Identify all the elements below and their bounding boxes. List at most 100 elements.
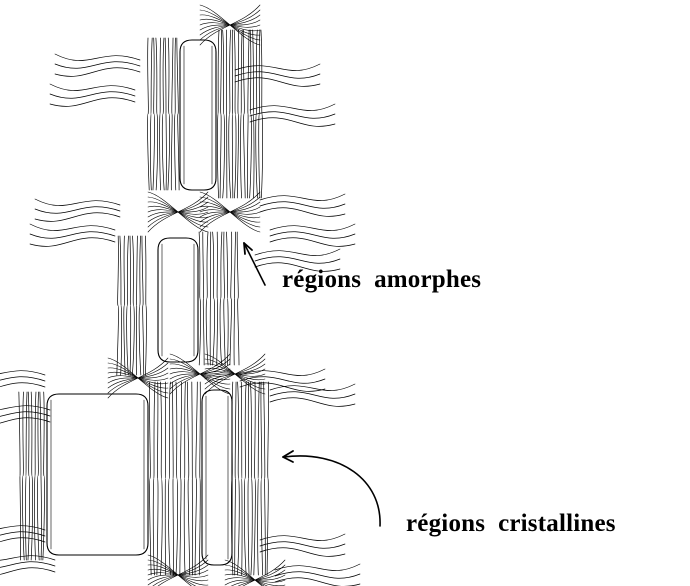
- crystalline-strand: [267, 382, 269, 575]
- crystalline-strand: [34, 392, 35, 560]
- crystalline-strand: [173, 382, 174, 575]
- amorphous-fringe-chain: [35, 213, 120, 222]
- crystalline-strand: [213, 232, 215, 365]
- amorphous-gap-outline: [158, 238, 198, 362]
- crystalline-strand: [264, 382, 266, 575]
- amorphous-fringe-chain: [30, 238, 115, 247]
- crystalline-strand: [258, 382, 260, 575]
- amorphous-arrow-shaft: [244, 243, 265, 285]
- amorphous-tie-chain: [148, 192, 208, 232]
- amorphous-fringe-chain: [55, 68, 140, 77]
- crystalline-strand: [261, 30, 263, 198]
- crystalline-strand: [139, 236, 141, 375]
- crystalline-strand: [250, 382, 252, 575]
- crystalline-strand: [136, 236, 137, 375]
- crystalline-arrow-shaft: [284, 456, 380, 526]
- amorphous-fringe-chain: [260, 202, 345, 209]
- crystalline-strand: [162, 38, 164, 190]
- amorphous-fringe-chain: [0, 369, 45, 376]
- amorphous-gap-outline: [202, 390, 232, 565]
- crystalline-strand: [43, 392, 45, 560]
- amorphous-fringe-chain: [260, 534, 345, 541]
- crystalline-strand: [145, 236, 146, 375]
- crystalline-strand: [230, 232, 232, 365]
- crystalline-strand: [226, 232, 228, 365]
- crystalline-strand: [177, 38, 179, 190]
- crystalline-strand: [220, 232, 222, 365]
- crystalline-strand: [150, 38, 152, 190]
- amorphous-fringe-chain: [235, 64, 320, 71]
- crystalline-strand: [232, 30, 233, 198]
- amorphous-fringe-chain: [35, 199, 120, 206]
- amorphous-fringe-chain: [0, 562, 55, 569]
- amorphous-gap-outline: [180, 40, 216, 190]
- amorphous-fringe-chain: [270, 398, 355, 407]
- amorphous-gap-outline: [47, 394, 148, 555]
- amorphous-fringe-chain: [270, 238, 355, 247]
- crystalline-strand: [241, 30, 243, 198]
- amorphous-fringe-chain: [275, 578, 360, 586]
- crystalline-strand: [220, 30, 221, 198]
- crystalline-strand: [176, 382, 178, 575]
- amorphous-fringe-chain: [235, 78, 320, 87]
- amorphous-fringe-chain: [260, 208, 345, 217]
- crystalline-strand: [234, 30, 236, 198]
- crystalline-strand: [132, 236, 134, 375]
- amorphous-fringe-chain: [270, 392, 355, 399]
- amorphous-fringe-chain: [55, 54, 140, 61]
- amorphous-fringe-chain: [270, 384, 355, 391]
- amorphous-fringe-chain: [270, 232, 355, 239]
- amorphous-fringe-chain: [270, 224, 355, 231]
- amorphous-fringe-chain: [50, 92, 135, 99]
- crystalline-strand: [168, 382, 170, 575]
- amorphous-fringe-chain: [35, 207, 120, 214]
- crystalline-strand: [237, 232, 239, 365]
- crystalline-strand: [117, 236, 119, 375]
- crystalline-strand: [187, 382, 189, 575]
- crystalline-strand: [156, 38, 158, 190]
- crystalline-strand: [124, 236, 125, 375]
- crystalline-strand: [148, 38, 150, 190]
- crystalline-strand: [224, 232, 225, 365]
- crystalline-strand: [199, 232, 200, 365]
- crystalline-strand: [237, 30, 238, 198]
- crystalline-strand: [250, 30, 252, 198]
- crystalline-strand: [130, 236, 131, 375]
- crystalline-strand: [165, 38, 166, 190]
- amorphous-fringe-chain: [260, 194, 345, 201]
- crystalline-strand: [168, 38, 170, 190]
- crystalline-strand: [160, 382, 162, 575]
- amorphous-fringe-chain: [275, 572, 360, 579]
- crystalline-strand: [237, 382, 239, 575]
- crystalline-strand: [261, 382, 263, 575]
- fibril-bundles: [0, 5, 360, 586]
- amorphous-fringe-chain: [255, 257, 340, 264]
- crystalline-strand: [199, 382, 200, 575]
- crystalline-strand: [259, 30, 260, 198]
- crystalline-strand: [142, 236, 144, 375]
- crystalline-strand: [206, 232, 208, 365]
- crystalline-strand: [243, 30, 245, 198]
- crystalline-strand: [153, 38, 155, 190]
- crystalline-strand: [120, 236, 122, 375]
- crystalline-strand: [234, 232, 236, 365]
- amorphous-fringe-chain: [0, 383, 45, 392]
- crystalline-strand: [217, 232, 218, 365]
- label-crystalline-regions: régions cristallines: [406, 510, 616, 538]
- crystalline-strand: [253, 30, 254, 198]
- crystalline-strand: [37, 392, 39, 560]
- label-amorphous-regions: régions amorphes: [282, 266, 481, 294]
- amorphous-fringe-chain: [250, 104, 335, 111]
- crystalline-strand: [157, 382, 158, 575]
- crystalline-strand: [180, 382, 182, 575]
- crystalline-strand: [28, 392, 30, 560]
- amorphous-fringe-chain: [0, 418, 50, 427]
- crystalline-strand: [223, 30, 225, 198]
- crystalline-strand: [244, 382, 246, 575]
- crystalline-strand: [153, 382, 155, 575]
- amorphous-fringe-chain: [30, 224, 115, 231]
- amorphous-fringe-chain: [0, 412, 50, 419]
- crystalline-strand: [217, 30, 219, 198]
- amorphous-fringe-chain: [0, 404, 50, 411]
- crystalline-strand: [229, 30, 231, 198]
